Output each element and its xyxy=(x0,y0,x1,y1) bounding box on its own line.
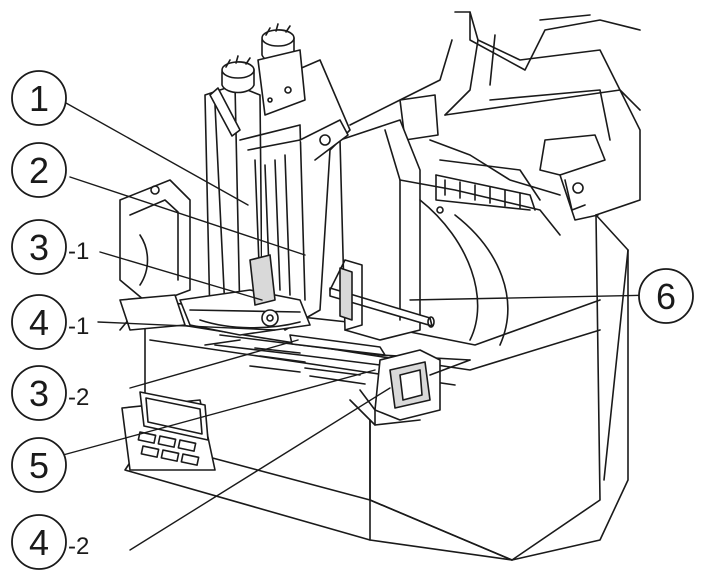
callout-6-circle xyxy=(638,268,694,324)
media-path xyxy=(214,334,471,426)
panel-button xyxy=(160,449,180,462)
leader-5 xyxy=(62,369,376,456)
callout-1-number: 1 xyxy=(29,78,49,119)
leader-4-2 xyxy=(129,387,391,551)
print-head-assembly xyxy=(119,23,351,346)
callout-4-1-suffix: -1 xyxy=(68,313,89,340)
leader-3-2 xyxy=(129,339,299,389)
callout-4-2-circle xyxy=(11,514,67,570)
callout-3-2-circle xyxy=(11,365,67,421)
panel-button xyxy=(157,435,177,448)
callout-3-1-suffix: -1 xyxy=(68,238,89,265)
leader-3-1 xyxy=(99,251,263,301)
panel-button xyxy=(180,453,200,466)
callout-labels: 1 2 3 -1 4 -1 3 -2 5 4 -2 6 xyxy=(29,78,676,563)
panel-button xyxy=(137,431,157,444)
leader-2 xyxy=(69,176,306,256)
panel-button xyxy=(140,445,160,458)
callout-5-number: 5 xyxy=(29,445,49,486)
callout-2-circle xyxy=(11,142,67,198)
callout-markers xyxy=(11,70,694,570)
media-sensor xyxy=(289,334,386,356)
leader-6 xyxy=(409,294,659,301)
leader-lines xyxy=(62,102,659,551)
leader-4-1 xyxy=(97,321,276,331)
callout-4-2-number: 4 xyxy=(29,522,49,563)
callout-3-2-suffix: -2 xyxy=(68,384,89,411)
callout-1-circle xyxy=(11,70,67,126)
panel-button xyxy=(177,439,197,452)
callout-3-2-number: 3 xyxy=(29,373,49,414)
control-panel xyxy=(121,391,216,471)
callout-4-1-circle xyxy=(11,294,67,350)
callout-6-number: 6 xyxy=(656,276,676,317)
callout-3-1-number: 3 xyxy=(29,227,49,268)
callout-3-1-circle xyxy=(11,219,67,275)
callout-5-circle xyxy=(11,437,67,493)
top-cover xyxy=(349,11,641,221)
callout-4-2-suffix: -2 xyxy=(68,533,89,560)
media-holder xyxy=(329,119,561,346)
callout-2-number: 2 xyxy=(29,150,49,191)
callout-4-1-number: 4 xyxy=(29,302,49,343)
leader-1 xyxy=(65,102,249,206)
